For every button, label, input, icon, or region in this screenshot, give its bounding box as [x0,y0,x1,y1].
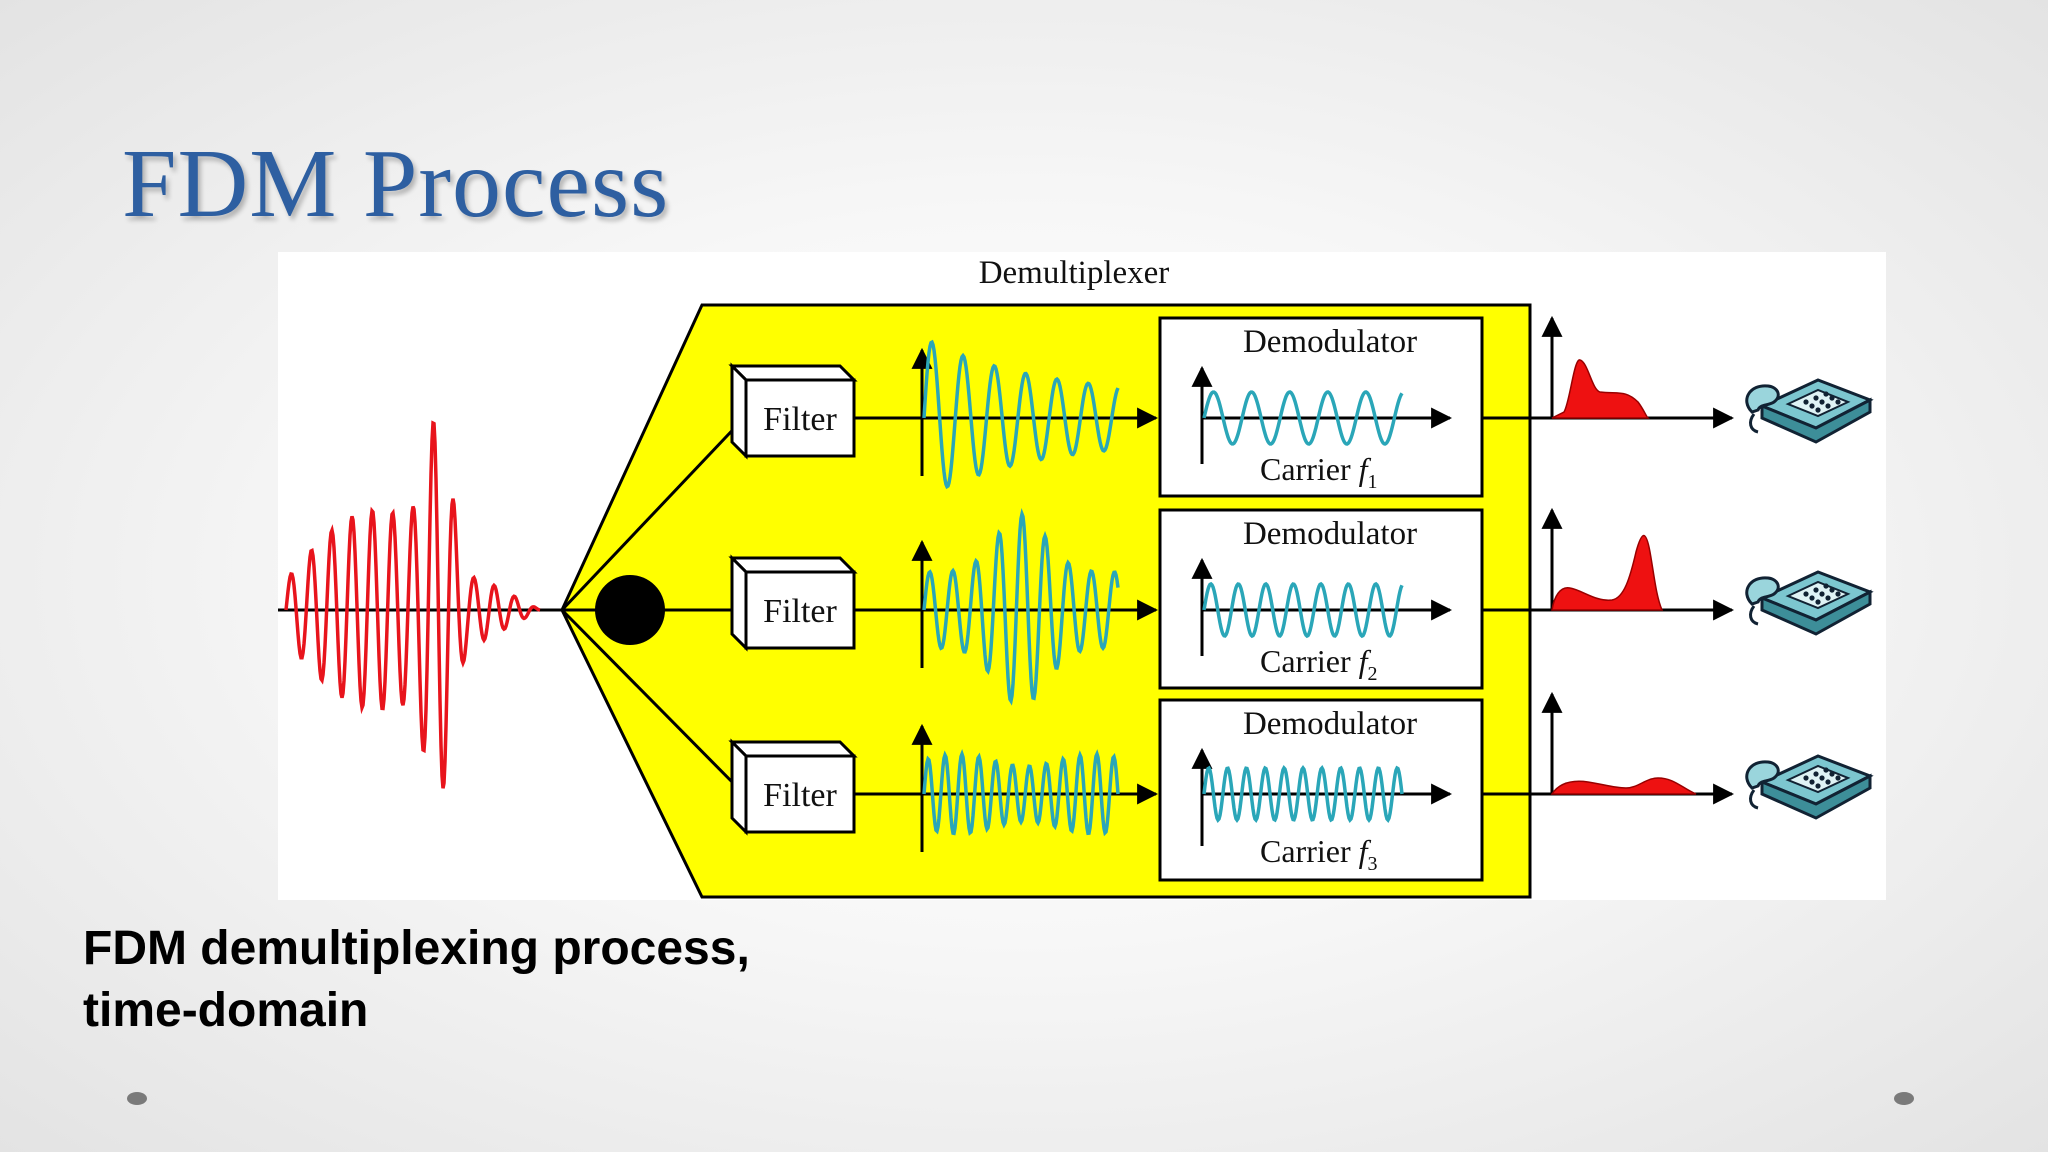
composite-signal-waveform [284,420,541,789]
slide-caption: FDM demultiplexing process, time-domain [83,918,750,1042]
caption-line-1: FDM demultiplexing process, [83,922,750,975]
filtered-signal-wave-2 [922,508,1120,706]
telephone-icon-1 [1745,378,1872,444]
filter-label-1: Filter [763,401,837,438]
output-signal-1 [1551,359,1650,419]
filter-label-2: Filter [763,593,837,630]
caption-line-2: time-domain [83,984,369,1037]
output-signal-2 [1551,534,1664,611]
carrier-label-3: Carrier f3 [1260,833,1378,875]
demultiplexer-label: Demultiplexer [979,255,1170,291]
branch-line-3 [560,608,746,796]
branch-line-1 [560,416,746,612]
previous-slide-dot[interactable] [127,1092,147,1105]
slide-title: FDM Process [122,130,670,238]
carrier-label-1: Carrier f1 [1260,451,1378,493]
output-signal-3 [1550,777,1697,795]
filter-box-3: Filter [728,738,858,836]
carrier-wave-1 [1202,390,1404,446]
carrier-label-2: Carrier f2 [1260,643,1378,685]
filter-box-1: Filter [728,362,858,460]
filtered-signal-wave-3 [922,749,1120,837]
next-slide-dot[interactable] [1894,1092,1914,1105]
demodulator-label-1: Demodulator [1243,324,1417,360]
telephone-icon-2 [1745,570,1872,636]
filtered-signal-wave-1 [922,339,1120,490]
carrier-wave-3 [1202,764,1404,824]
demodulator-label-2: Demodulator [1243,516,1417,552]
carrier-wave-2 [1202,581,1404,639]
telephone-icon-3 [1745,754,1872,820]
demodulator-label-3: Demodulator [1243,706,1417,742]
filter-label-3: Filter [763,777,837,814]
filter-box-2: Filter [728,554,858,652]
